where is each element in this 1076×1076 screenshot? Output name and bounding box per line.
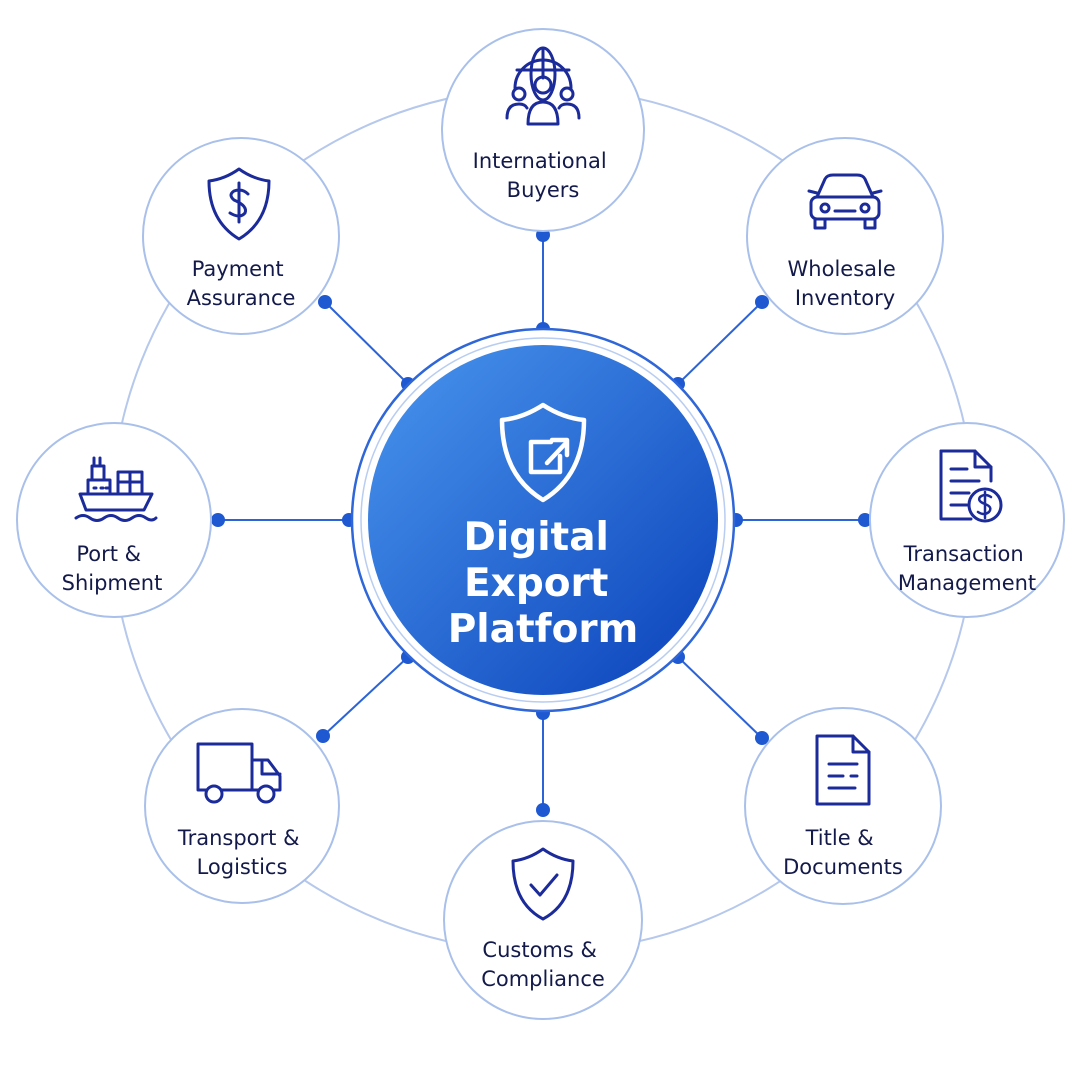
node-label-line-1: Wholesale <box>788 257 896 281</box>
shield-external-link-icon <box>499 402 587 503</box>
hub: Digital Export Platform <box>350 327 736 713</box>
svg-text:Wholesale Inventory: Wholesale Inventory <box>788 257 903 310</box>
node-label-line-1: Port & <box>76 542 141 566</box>
svg-text:Customs & Compliance: Customs & Compliance <box>481 938 605 991</box>
node-label-line-2: Logistics <box>197 855 288 879</box>
ship-icon <box>74 456 158 522</box>
connector-title-documents <box>677 656 763 739</box>
svg-text:Payment Assurance: Payment Assurance <box>187 257 296 310</box>
node-international-buyers[interactable]: International Buyers <box>441 28 645 232</box>
svg-text:Port & Shipment: Port & Shipment <box>62 542 163 595</box>
connector-port-shipment-node-dot <box>211 513 225 527</box>
connector-payment-assurance-node-dot <box>318 295 332 309</box>
connector-wholesale-inventory-node-dot <box>755 295 769 309</box>
svg-text:Title & Documents: Title & Documents <box>783 826 903 879</box>
truck-icon <box>196 742 282 804</box>
node-label-line-1: International <box>473 149 607 173</box>
node-label-line-2: Inventory <box>795 286 895 310</box>
hub-title-line-1: Digital <box>464 515 609 560</box>
shield-check-icon <box>511 847 575 921</box>
node-label-line-2: Assurance <box>187 286 296 310</box>
connector-wholesale-inventory <box>677 301 763 385</box>
node-label-line-2: Compliance <box>481 967 605 991</box>
node-label-line-2: Buyers <box>507 178 580 202</box>
connector-payment-assurance <box>324 301 409 385</box>
connector-transaction-management-node-dot <box>858 513 872 527</box>
hub-inner-ring <box>360 337 726 703</box>
svg-text:International Buyers: International Buyers <box>473 149 614 202</box>
connector-title-documents-node-dot <box>755 731 769 745</box>
shield-dollar-icon <box>207 167 271 241</box>
connector-customs-compliance-node-dot <box>536 803 550 817</box>
car-icon <box>807 173 883 230</box>
globe-people-icon <box>505 46 581 126</box>
connector-transport-logistics <box>322 656 409 737</box>
hub-disc <box>368 345 718 695</box>
node-transaction-management[interactable]: Transaction Management <box>869 422 1065 618</box>
node-label-line-2: Management <box>898 571 1036 595</box>
svg-text:Digital Export Pla: Digital Export Platform <box>448 515 639 652</box>
node-port-shipment[interactable]: Port & Shipment <box>16 422 212 618</box>
svg-text:Transaction Management: Transaction Management <box>898 542 1036 595</box>
node-label-line-1: Transaction <box>903 542 1024 566</box>
node-wholesale-inventory[interactable]: Wholesale Inventory <box>746 137 944 335</box>
hub-title-line-2: Export <box>464 561 608 606</box>
connector-transport-logistics-node-dot <box>316 729 330 743</box>
hub-title-line-3: Platform <box>448 607 639 652</box>
node-label-line-2: Shipment <box>62 571 163 595</box>
node-label-line-2: Documents <box>783 855 903 879</box>
node-customs-compliance[interactable]: Customs & Compliance <box>443 820 643 1020</box>
connectors <box>211 228 872 817</box>
node-label-line-1: Payment <box>192 257 284 281</box>
node-label-line-1: Customs & <box>482 938 596 962</box>
node-label-line-1: Title & <box>805 826 874 850</box>
svg-text:Transport & Logistics: Transport & Logistics <box>177 826 306 879</box>
node-payment-assurance[interactable]: Payment Assurance <box>142 137 340 335</box>
node-title-documents[interactable]: Title & Documents <box>744 707 942 905</box>
node-transport-logistics[interactable]: Transport & Logistics <box>144 708 340 904</box>
node-label-line-1: Transport & <box>177 826 300 850</box>
document-icon <box>815 734 871 806</box>
document-dollar-icon <box>939 449 1003 523</box>
